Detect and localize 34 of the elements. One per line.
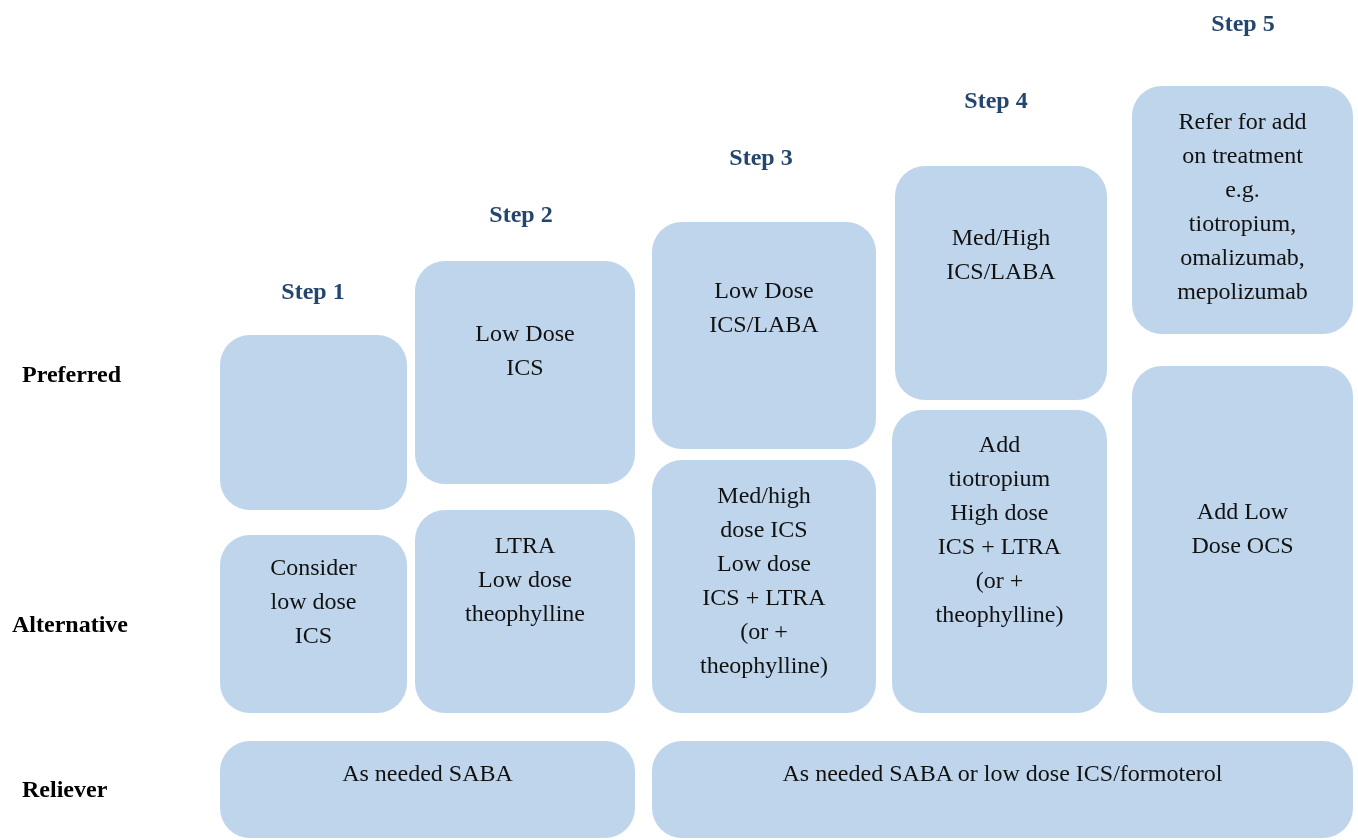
box-text: Consider low dose ICS [269, 553, 358, 650]
step-heading: Step 3 [728, 143, 794, 172]
box-text: Low Dose ICS [474, 319, 576, 382]
empty-box [220, 335, 407, 510]
box-text: Low dose theophylline [464, 565, 586, 628]
step-box [220, 741, 635, 838]
step-box [415, 510, 635, 713]
box-text: High dose ICS + LTRA (or + theophylline) [934, 498, 1065, 629]
step-heading: Step 5 [1210, 9, 1276, 38]
box-text: As needed SABA or low dose ICS/formoterol [781, 759, 1224, 788]
box-text: As needed SABA [341, 759, 514, 788]
box-text: Med/high dose ICS [716, 481, 812, 544]
step-box [415, 261, 635, 484]
box-text: Low Dose ICS/LABA [708, 276, 820, 339]
step-box [1132, 86, 1353, 334]
step-heading: Step 1 [280, 277, 346, 306]
row-label: Preferred [22, 360, 122, 389]
step-box [220, 535, 407, 713]
box-text: Low dose ICS + LTRA (or + theophylline) [699, 549, 829, 680]
step-box [1132, 366, 1353, 713]
box-text: Add Low Dose OCS [1190, 497, 1295, 560]
box-text: Refer for add on treatment e.g. tiotropium, omalizumab, mepolizumab [1176, 107, 1309, 306]
row-label: Alternative [12, 610, 128, 639]
step-box [892, 410, 1107, 713]
step-box [895, 166, 1107, 400]
step-heading: Step 4 [963, 86, 1029, 115]
box-text: Med/High ICS/LABA [945, 223, 1057, 286]
row-label: Reliever [22, 775, 108, 804]
step-heading: Step 2 [488, 200, 554, 229]
box-text: LTRA [493, 531, 557, 560]
step-box [652, 741, 1353, 838]
box-text: Add tiotropium [947, 430, 1052, 493]
step-box [652, 460, 876, 713]
step-box [652, 222, 876, 449]
